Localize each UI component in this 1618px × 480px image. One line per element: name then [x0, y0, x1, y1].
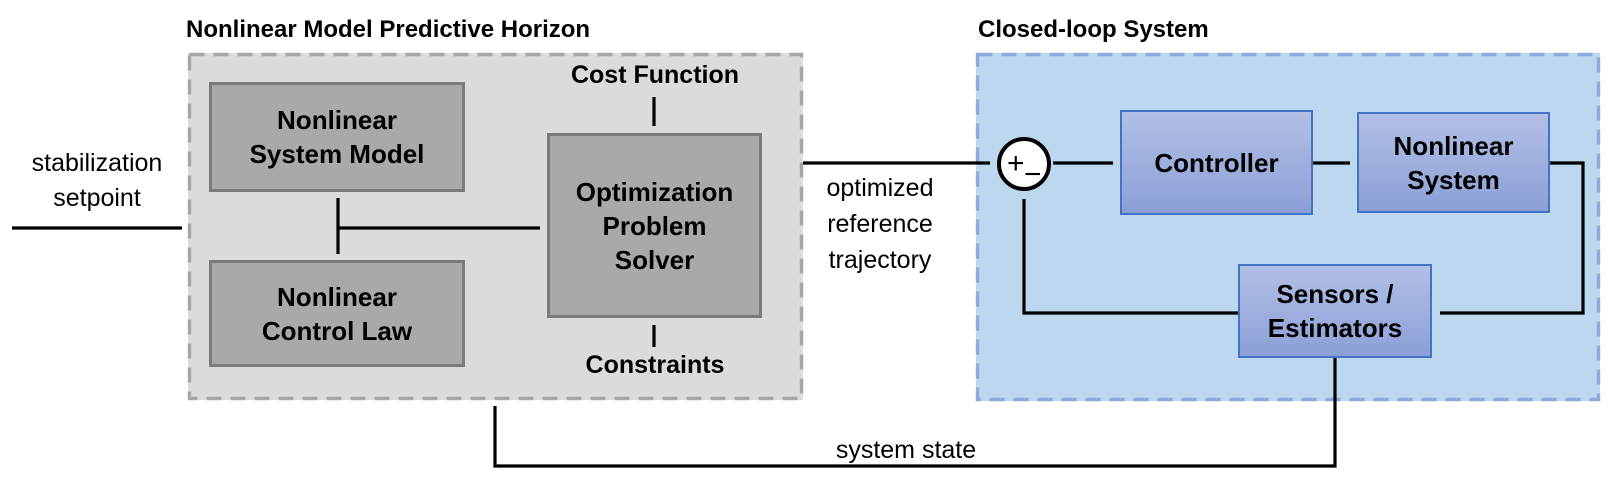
optimization-solver-box: Optimization Problem Solver: [547, 133, 762, 318]
constraints-label: Constraints: [585, 351, 725, 379]
minus-sign: −: [1024, 158, 1042, 191]
mpc-horizon-title: Nonlinear Model Predictive Horizon: [186, 16, 591, 43]
nonlinear-system-model-box: Nonlinear System Model: [209, 82, 465, 192]
optimized-reference-label: optimized reference trajectory: [826, 174, 934, 274]
nonlinear-system-box: Nonlinear System: [1357, 112, 1550, 213]
nonlinear-control-law-box: Nonlinear Control Law: [209, 260, 465, 367]
stabilization-setpoint-label: stabilization setpoint: [31, 149, 163, 212]
sensors-estimators-box: Sensors / Estimators: [1238, 264, 1432, 358]
plus-sign: +: [1007, 147, 1025, 180]
closed-loop-title: Closed-loop System: [978, 16, 1209, 43]
controller-box: Controller: [1120, 110, 1313, 215]
system-state-label: system state: [835, 436, 977, 464]
cost-function-label: Cost Function: [570, 61, 740, 89]
summing-junction: + −: [997, 137, 1051, 191]
